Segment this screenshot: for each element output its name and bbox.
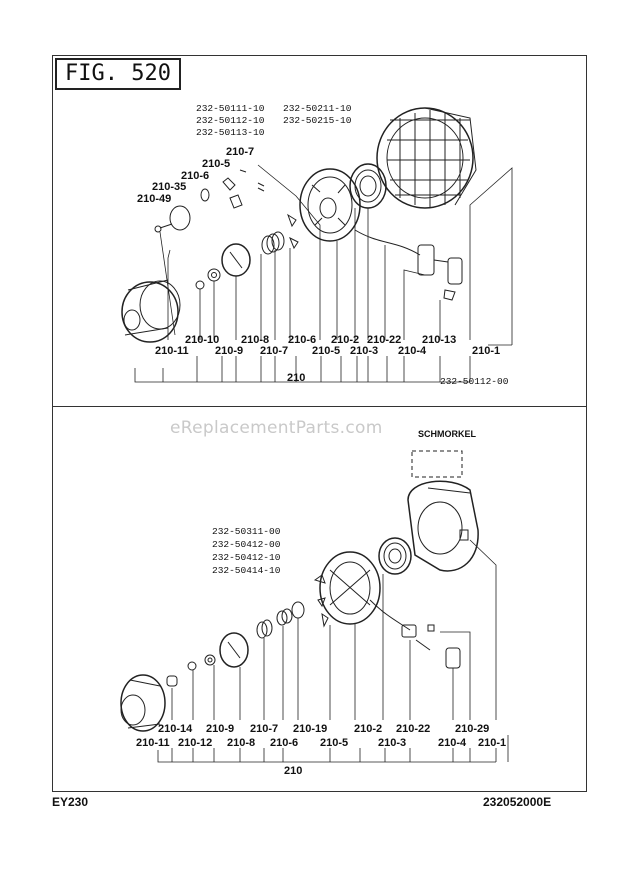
watermark-text: eReplacementParts.com	[170, 418, 383, 438]
callout-bottom-210-3: 210-3	[378, 737, 407, 749]
top-part-number-4: 232-50211-10	[283, 103, 352, 114]
callout-bottom-210-19: 210-19	[293, 723, 328, 735]
callout-top-210-4: 210-4	[398, 345, 427, 357]
callout-top-210-5b: 210-5	[312, 345, 341, 357]
callout-bottom-210-9: 210-9	[206, 723, 235, 735]
callout-top-210-5a: 210-5	[202, 158, 231, 170]
top-part-number-1: 232-50111-10	[196, 103, 265, 114]
bottom-part-number-3: 232-50412-10	[212, 552, 281, 563]
callout-bottom-210-7: 210-7	[250, 723, 279, 735]
starter-cup-part-bottom	[120, 674, 166, 732]
callout-top-210-3: 210-3	[350, 345, 379, 357]
document-number: 232052000E	[483, 795, 552, 809]
callout-top-210-9: 210-9	[215, 345, 244, 357]
callout-top-210-10: 210-10	[185, 334, 220, 346]
bottom-part-number-4: 232-50414-10	[212, 565, 281, 576]
top-part-number-3: 232-50113-10	[196, 127, 265, 138]
callout-top-210-11: 210-11	[155, 345, 189, 357]
callout-bottom-210-29: 210-29	[455, 723, 490, 735]
callout-bottom-210-6: 210-6	[270, 737, 299, 749]
recoil-spring-part	[349, 163, 387, 209]
callout-top-210-13: 210-13	[422, 334, 457, 346]
callout-bottom-210-8: 210-8	[227, 737, 256, 749]
callout-top-210-7b: 210-7	[260, 345, 289, 357]
callout-top-210-7a: 210-7	[226, 146, 255, 158]
callout-top-210-8: 210-8	[241, 334, 270, 346]
callout-top-210-2: 210-2	[331, 334, 360, 346]
callout-bottom-210-11: 210-11	[136, 737, 170, 749]
callout-bottom-210-2: 210-2	[354, 723, 383, 735]
bottom-diagram-frame	[52, 406, 587, 792]
callout-bottom-210-1: 210-1	[478, 737, 507, 749]
top-assembly-label: 210	[287, 372, 306, 384]
model-label: EY230	[52, 795, 89, 809]
callout-bottom-210-5: 210-5	[320, 737, 349, 749]
top-part-number-5: 232-50215-10	[283, 115, 352, 126]
callout-top-210-1: 210-1	[472, 345, 501, 357]
callout-bottom-210-12: 210-12	[178, 737, 213, 749]
bottom-part-number-1: 232-50311-00	[212, 526, 281, 537]
reel-pulley-part-bottom	[319, 551, 381, 625]
spring-part	[261, 231, 285, 255]
top-reference-number: 232-50112-00	[440, 376, 509, 387]
callout-top-210-6b: 210-6	[288, 334, 317, 346]
callout-top-210-22: 210-22	[367, 334, 402, 346]
callout-bottom-210-14: 210-14	[158, 723, 193, 735]
callout-top-210-35: 210-35	[152, 181, 187, 193]
starter-cup-part	[121, 279, 181, 343]
fan-shroud-part	[407, 480, 479, 572]
callout-bottom-210-4: 210-4	[438, 737, 467, 749]
bottom-assembly-label: 210	[284, 765, 303, 777]
figure-title: FIG. 520	[55, 58, 181, 90]
callout-top-210-49: 210-49	[137, 193, 172, 205]
top-part-number-2: 232-50112-10	[196, 115, 265, 126]
schmorkel-note: SCHMORKEL	[418, 429, 476, 439]
starter-case-part	[376, 107, 477, 209]
callout-bottom-210-22: 210-22	[396, 723, 431, 735]
callout-top-210-6a: 210-6	[181, 170, 210, 182]
bottom-part-number-2: 232-50412-00	[212, 539, 281, 550]
